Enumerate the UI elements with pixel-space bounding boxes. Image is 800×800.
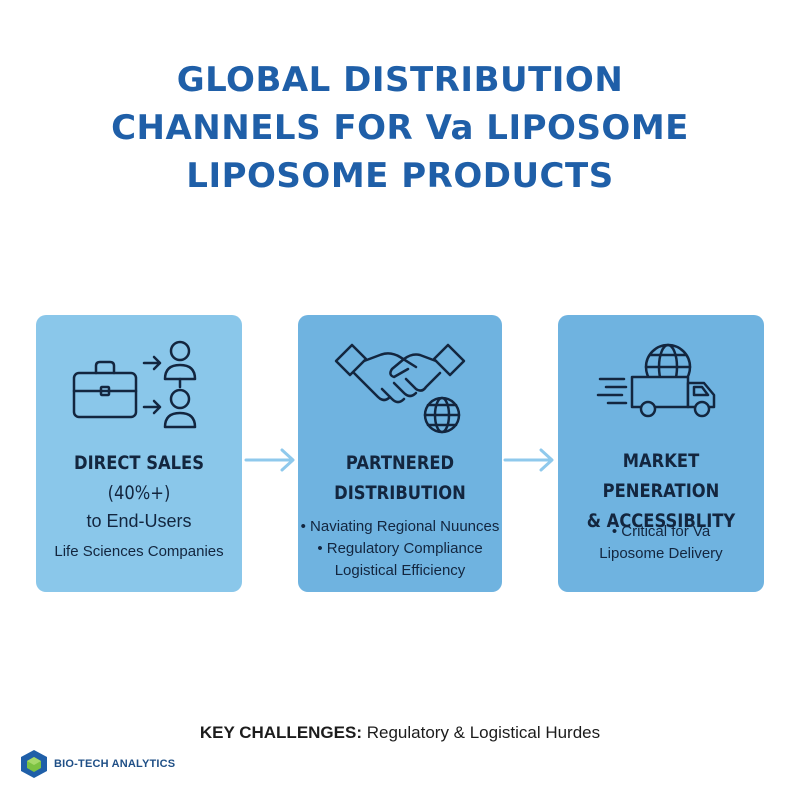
title-line-1: GLOBAL DISTRIBUTION	[176, 60, 624, 100]
box3-text-line-1: • Critical for Va	[611, 523, 711, 540]
box2-text-line-2: • Regulatory Compliance	[317, 540, 483, 557]
direct-sales-text: Life Sciences Companies	[36, 541, 242, 563]
truck-globe-icon	[558, 333, 764, 443]
arrow-right-icon	[503, 448, 554, 472]
box2-text-line-1: • Naviating Regional Nuunces	[300, 518, 500, 535]
market-penetration-text: • Critical for Va Liposome Delivery	[558, 521, 764, 565]
direct-sales-title: DIRECT SALES (40%+)	[50, 448, 227, 508]
brand-name: BIO-TECH ANALYTICS	[54, 758, 176, 770]
market-penetration-box: MARKET PENERATION & ACCESSIBLITY • Criti…	[558, 315, 764, 592]
direct-sales-subtitle: to End-Users	[86, 511, 192, 531]
key-challenges-text: Regulatory & Logistical Hurdes	[366, 723, 601, 742]
title-line-3: LIPOSOME PRODUCTS	[186, 156, 614, 196]
box2-title-line-1: PARTNERED	[345, 452, 455, 474]
title-line-2: CHANNELS FOR Va LIPOSOME	[111, 108, 689, 148]
partnered-distribution-title: PARTNERED DISTRIBUTION	[312, 448, 487, 508]
box3-text-line-2: Liposome Delivery	[599, 545, 723, 562]
partnered-distribution-box: PARTNERED DISTRIBUTION • Naviating Regio…	[298, 315, 502, 592]
box2-title-line-2: DISTRIBUTION	[334, 482, 466, 504]
briefcase-to-users-icon	[36, 333, 242, 443]
arrow-right-icon	[244, 448, 295, 472]
box1-title-line-2: (40%+)	[107, 482, 171, 504]
box3-title-line-2: & ACCESSIBLITY	[586, 510, 736, 532]
handshake-globe-icon	[298, 333, 502, 443]
key-challenges-label: KEY CHALLENGES:	[199, 723, 362, 742]
box1-text-line-1: Life Sciences Companies	[54, 543, 224, 560]
box3-title-line-1: MARKET PENERATION	[602, 450, 720, 502]
box1-title-line-1: DIRECT SALES	[74, 452, 204, 474]
box2-text-line-3: Logistical Efficiency	[334, 562, 466, 579]
market-penetration-title: MARKET PENERATION & ACCESSIBLITY	[572, 446, 749, 536]
direct-sales-box: DIRECT SALES (40%+) to End-Users Life Sc…	[36, 315, 242, 592]
page-title: GLOBAL DISTRIBUTION CHANNELS FOR Va LIPO…	[0, 56, 800, 200]
brand-logo: BIO-TECH ANALYTICS	[20, 748, 175, 780]
key-challenges-note: KEY CHALLENGES: Regulatory & Logistical …	[0, 723, 800, 743]
hexagon-logo-icon	[21, 750, 47, 778]
partnered-distribution-text: • Naviating Regional Nuunces • Regulator…	[298, 516, 502, 582]
